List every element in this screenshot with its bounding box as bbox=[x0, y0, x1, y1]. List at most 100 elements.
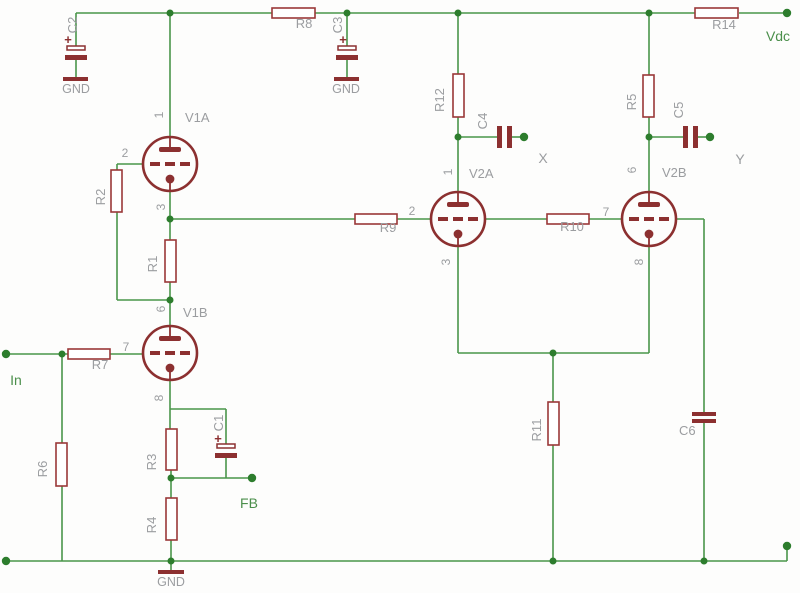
resistor-r12[interactable]: R12 bbox=[432, 73, 465, 118]
grid-dash bbox=[644, 217, 654, 221]
junction-dot bbox=[645, 9, 653, 17]
resistor-body[interactable] bbox=[271, 7, 316, 19]
capacitor-ref-label[interactable]: C2 bbox=[65, 17, 80, 34]
net-label-x[interactable]: X bbox=[538, 150, 548, 166]
net-pin[interactable] bbox=[247, 473, 257, 483]
resistor-r5[interactable]: R5 bbox=[624, 74, 655, 118]
grid-dash bbox=[180, 162, 190, 166]
tube-ref-label[interactable]: V2B bbox=[662, 165, 687, 180]
resistor-ref-label[interactable]: R11 bbox=[529, 419, 544, 442]
resistor-body[interactable] bbox=[55, 442, 68, 487]
tube-envelope[interactable] bbox=[429, 190, 487, 248]
net-label-fb[interactable]: FB bbox=[240, 495, 258, 511]
resistor-body[interactable] bbox=[67, 348, 111, 360]
resistor-r14[interactable]: R14 bbox=[694, 7, 739, 32]
resistor-r4[interactable]: R4 bbox=[144, 497, 178, 541]
capacitor-c1[interactable]: +C1 bbox=[211, 415, 237, 458]
gnd-symbol[interactable]: GND bbox=[157, 570, 185, 589]
cap-plate-positive bbox=[337, 45, 357, 51]
resistor-r1[interactable]: R1 bbox=[145, 239, 177, 283]
resistor-body[interactable] bbox=[165, 497, 178, 541]
cap-plate-positive bbox=[66, 45, 86, 51]
gnd-label: GND bbox=[157, 575, 185, 589]
resistor-ref-label[interactable]: R8 bbox=[296, 16, 313, 31]
resistor-r8[interactable]: R8 bbox=[271, 7, 316, 31]
resistor-body[interactable] bbox=[546, 213, 590, 225]
capacitor-ref-label[interactable]: C3 bbox=[330, 17, 345, 34]
tube-envelope[interactable] bbox=[141, 324, 199, 382]
resistor-ref-label[interactable]: R9 bbox=[380, 220, 397, 235]
cap-plate bbox=[683, 126, 688, 148]
tube-envelope[interactable] bbox=[141, 135, 199, 193]
junction-dot bbox=[645, 133, 653, 141]
net-pin[interactable] bbox=[782, 541, 792, 551]
gnd-bar bbox=[63, 77, 88, 81]
resistor-ref-label[interactable]: R14 bbox=[712, 17, 736, 32]
resistor-body[interactable] bbox=[354, 213, 398, 225]
resistor-r2[interactable]: R2 bbox=[93, 169, 123, 213]
resistor-ref-label[interactable]: R10 bbox=[560, 219, 584, 234]
tube-ref-label[interactable]: V1A bbox=[185, 110, 210, 125]
resistor-body[interactable] bbox=[164, 239, 177, 283]
capacitor-ref-label[interactable]: C6 bbox=[679, 423, 696, 438]
pin-number: 1 bbox=[441, 168, 455, 175]
net-label-y[interactable]: Y bbox=[735, 151, 745, 167]
tube-envelope[interactable] bbox=[620, 190, 678, 248]
net-pin[interactable] bbox=[1, 349, 11, 359]
net-label-in[interactable]: In bbox=[10, 372, 22, 388]
resistor-r6[interactable]: R6 bbox=[35, 442, 68, 487]
capacitor-ref-label[interactable]: C5 bbox=[671, 102, 686, 119]
tube-ref-label[interactable]: V1B bbox=[183, 305, 208, 320]
resistor-r3[interactable]: R3 bbox=[144, 428, 178, 471]
capacitor-c6[interactable]: C6 bbox=[679, 412, 716, 438]
resistor-body[interactable] bbox=[110, 169, 123, 213]
junction-dot bbox=[549, 349, 557, 357]
cap-plate bbox=[692, 419, 716, 423]
resistor-ref-label[interactable]: R1 bbox=[145, 256, 160, 273]
resistor-r11[interactable]: R11 bbox=[529, 401, 560, 446]
resistor-ref-label[interactable]: R2 bbox=[93, 189, 108, 206]
capacitor-c3[interactable]: +C3 bbox=[330, 17, 358, 60]
resistor-body[interactable] bbox=[642, 74, 655, 118]
resistor-ref-label[interactable]: R6 bbox=[35, 461, 50, 478]
junction-dot bbox=[167, 557, 175, 565]
resistor-body[interactable] bbox=[452, 73, 465, 118]
resistor-r10[interactable]: R10 bbox=[546, 213, 590, 234]
grid-dash bbox=[659, 217, 669, 221]
net-pin[interactable] bbox=[519, 132, 529, 142]
capacitor-c2[interactable]: +C2 bbox=[64, 17, 87, 60]
pin-number: 8 bbox=[632, 258, 646, 265]
pin-number: 7 bbox=[123, 340, 130, 354]
resistor-r7[interactable]: R7 bbox=[67, 348, 111, 372]
resistor-ref-label[interactable]: R12 bbox=[432, 88, 447, 112]
resistor-r9[interactable]: R9 bbox=[354, 213, 398, 235]
resistor-ref-label[interactable]: R3 bbox=[144, 454, 159, 471]
cap-plate bbox=[507, 126, 512, 148]
cap-plate-positive bbox=[216, 443, 236, 449]
resistor-ref-label[interactable]: R7 bbox=[92, 357, 109, 372]
resistor-ref-label[interactable]: R4 bbox=[144, 517, 159, 534]
resistor-body[interactable] bbox=[547, 401, 560, 446]
pin-number: 1 bbox=[152, 111, 166, 118]
net-pin[interactable] bbox=[1, 556, 11, 566]
tube-ref-label[interactable]: V2A bbox=[469, 166, 494, 181]
net-label-vdc[interactable]: Vdc bbox=[766, 28, 790, 44]
gnd-symbol[interactable]: GND bbox=[332, 77, 360, 96]
net-pin[interactable] bbox=[782, 8, 792, 18]
net-pin[interactable] bbox=[705, 132, 715, 142]
capacitor-ref-label[interactable]: C1 bbox=[211, 415, 226, 432]
capacitor-ref-label[interactable]: C4 bbox=[475, 113, 490, 130]
capacitor-c5[interactable]: C5 bbox=[671, 102, 698, 148]
resistor-body[interactable] bbox=[694, 7, 739, 19]
resistor-ref-label[interactable]: R5 bbox=[624, 94, 639, 111]
junction-dot bbox=[58, 350, 66, 358]
capacitor-c4[interactable]: C4 bbox=[475, 113, 512, 148]
resistor-body[interactable] bbox=[165, 428, 178, 471]
gnd-symbol[interactable]: GND bbox=[62, 77, 90, 96]
